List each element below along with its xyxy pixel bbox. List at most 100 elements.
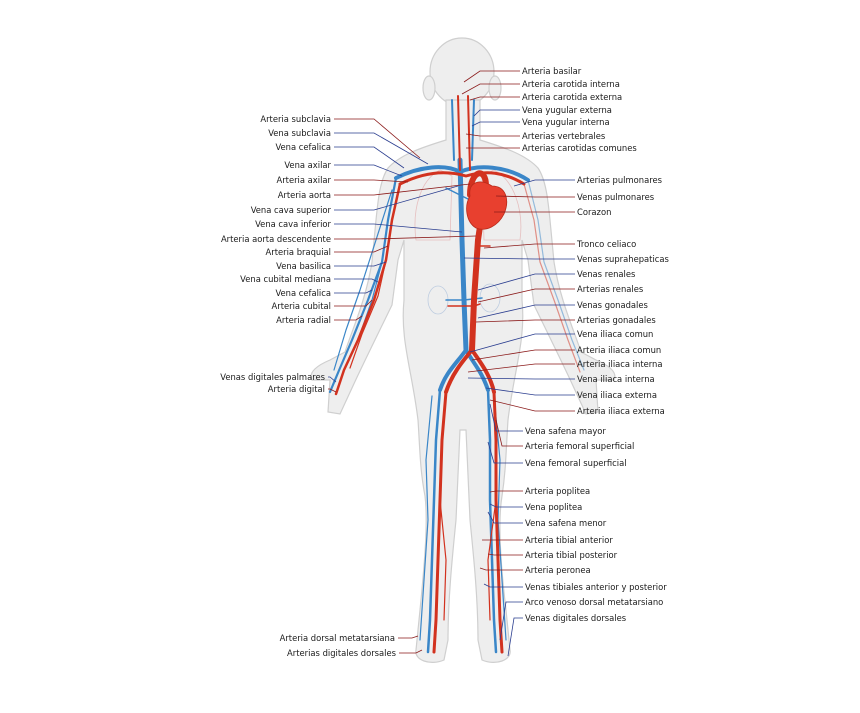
label-arteria-digital: Arteria digital xyxy=(268,384,325,394)
label-vena-axilar: Vena axilar xyxy=(284,160,331,170)
leader-line-right-12 xyxy=(477,273,575,291)
leader-line-left-5 xyxy=(334,183,471,196)
label-vena-cefalica-upper: Vena cefalica xyxy=(275,142,331,152)
leader-line-left-8 xyxy=(334,235,477,240)
leader-line-right-4 xyxy=(471,121,520,127)
leader-line-right-15 xyxy=(475,319,575,323)
label-arterias-carotidas-comunes: Arterias carotidas comunes xyxy=(522,143,637,153)
label-arteria-dorsal-metatarsiana: Arteria dorsal metatarsiana xyxy=(280,633,395,643)
left-ear xyxy=(422,75,436,101)
leader-line-left-6 xyxy=(334,185,459,211)
label-venas-suprahepaticas: Venas suprahepaticas xyxy=(577,254,669,264)
label-venas-pulmonares: Venas pulmonares xyxy=(577,192,654,202)
label-venas-gonadales: Venas gonadales xyxy=(577,300,648,310)
leader-line-right-30 xyxy=(479,567,523,571)
leader-line-left-10 xyxy=(334,261,387,267)
label-vena-safena-mayor: Vena safena mayor xyxy=(525,426,606,436)
label-arteria-subclavia: Arteria subclavia xyxy=(260,114,331,124)
subclavian-arteries xyxy=(398,171,526,186)
leader-line-left-13 xyxy=(334,299,373,307)
leader-line-right-1 xyxy=(461,83,520,95)
left-arm-arteries-2 xyxy=(349,259,387,369)
leader-line-right-0 xyxy=(463,70,520,83)
leader-line-left-7 xyxy=(334,223,463,233)
label-arterias-pulmonares: Arterias pulmonares xyxy=(577,175,662,185)
leader-line-right-29 xyxy=(487,553,523,556)
label-arteria-aorta: Arteria aorta xyxy=(278,190,331,200)
label-vena-basilica: Vena basilica xyxy=(276,261,331,271)
leader-line-right-31 xyxy=(483,583,523,588)
leader-line-right-19 xyxy=(467,377,575,380)
leader-line-right-23 xyxy=(495,419,523,447)
right-leg-veins xyxy=(486,388,498,654)
leader-line-right-25 xyxy=(489,490,523,493)
label-vena-cava-superior: Vena cava superior xyxy=(251,205,332,215)
leader-line-right-20 xyxy=(485,387,575,396)
leader-line-left-12 xyxy=(334,289,373,294)
right-leg-arteries xyxy=(492,390,504,654)
right-lung xyxy=(481,169,522,241)
leader-line-right-17 xyxy=(471,349,575,361)
label-arteria-basilar: Arteria basilar xyxy=(522,66,582,76)
leader-line-left-0 xyxy=(334,118,421,159)
leader-line-left-14 xyxy=(334,315,363,321)
body-silhouette xyxy=(310,37,616,663)
label-arterias-vertebrales: Arterias vertebrales xyxy=(522,131,605,141)
leader-line-left-9 xyxy=(334,245,389,253)
label-vena-cefalica-lower: Vena cefalica xyxy=(275,288,331,298)
leader-line-left-2 xyxy=(334,146,405,169)
right-ear xyxy=(488,75,502,101)
label-arteria-cubital: Arteria cubital xyxy=(272,301,331,311)
subclavian-veins xyxy=(394,165,530,182)
leader-line-right-8 xyxy=(495,195,575,198)
label-venas-renales: Venas renales xyxy=(577,269,635,279)
label-arteria-iliaca-externa: Arteria iliaca externa xyxy=(577,406,665,416)
label-arterias-digitales-dorsales: Arterias digitales dorsales xyxy=(287,648,396,658)
leader-line-left-11 xyxy=(334,278,379,283)
leader-line-right-22 xyxy=(489,403,523,432)
label-vena-iliaca-interna: Vena iliaca interna xyxy=(577,374,655,384)
leader-line-right-24 xyxy=(487,441,523,464)
label-arteria-poplitea: Arteria poplitea xyxy=(525,486,590,496)
label-corazon: Corazon xyxy=(577,207,611,217)
leader-line-right-2 xyxy=(469,96,520,101)
label-arteria-radial: Arteria radial xyxy=(276,315,331,325)
vena-cava xyxy=(457,157,469,353)
label-vena-iliaca-comun: Vena iliaca comun xyxy=(577,329,653,339)
label-arterias-gonadales: Arterias gonadales xyxy=(577,315,656,325)
heart xyxy=(466,181,508,230)
left-leader-lines xyxy=(328,118,477,654)
leader-line-right-13 xyxy=(477,288,575,303)
arteries xyxy=(334,95,581,654)
veins xyxy=(328,99,585,654)
leader-line-right-10 xyxy=(483,243,575,249)
leader-line-right-27 xyxy=(487,511,523,524)
leader-line-right-26 xyxy=(489,503,523,508)
leader-line-left-1 xyxy=(334,132,429,165)
label-vena-cava-inferior: Vena cava inferior xyxy=(255,219,331,229)
leader-line-right-21 xyxy=(489,399,575,412)
label-vena-iliaca-externa: Vena iliaca externa xyxy=(577,390,657,400)
leader-line-right-3 xyxy=(473,109,520,117)
label-arteria-femoral-superficial: Arteria femoral superficial xyxy=(525,441,634,451)
label-venas-digitales-palmares: Venas digitales palmares xyxy=(220,372,325,382)
left-lung xyxy=(414,169,453,241)
leader-line-left-18 xyxy=(399,649,423,654)
leader-line-right-33 xyxy=(507,617,523,657)
leader-line-right-18 xyxy=(467,363,575,373)
leader-line-right-11 xyxy=(463,257,575,260)
label-vena-subclavia: Vena subclavia xyxy=(268,128,331,138)
label-arteria-peronea: Arteria peronea xyxy=(525,565,591,575)
leader-line-right-16 xyxy=(469,333,575,353)
label-venas-digitales-dorsales: Venas digitales dorsales xyxy=(525,613,626,623)
label-venas-tibiales: Venas tibiales anterior y posterior xyxy=(525,582,667,592)
leader-line-left-15 xyxy=(328,376,337,383)
left-arm-veins xyxy=(328,176,398,394)
label-vena-yugular-interna: Vena yugular interna xyxy=(522,117,610,127)
left-leg-veins xyxy=(426,388,442,654)
left-leg-arteries xyxy=(432,390,448,654)
leader-line-left-16 xyxy=(328,388,337,393)
right-leader-lines xyxy=(461,70,575,657)
label-arteria-tibial-anterior: Arteria tibial anterior xyxy=(525,535,613,545)
